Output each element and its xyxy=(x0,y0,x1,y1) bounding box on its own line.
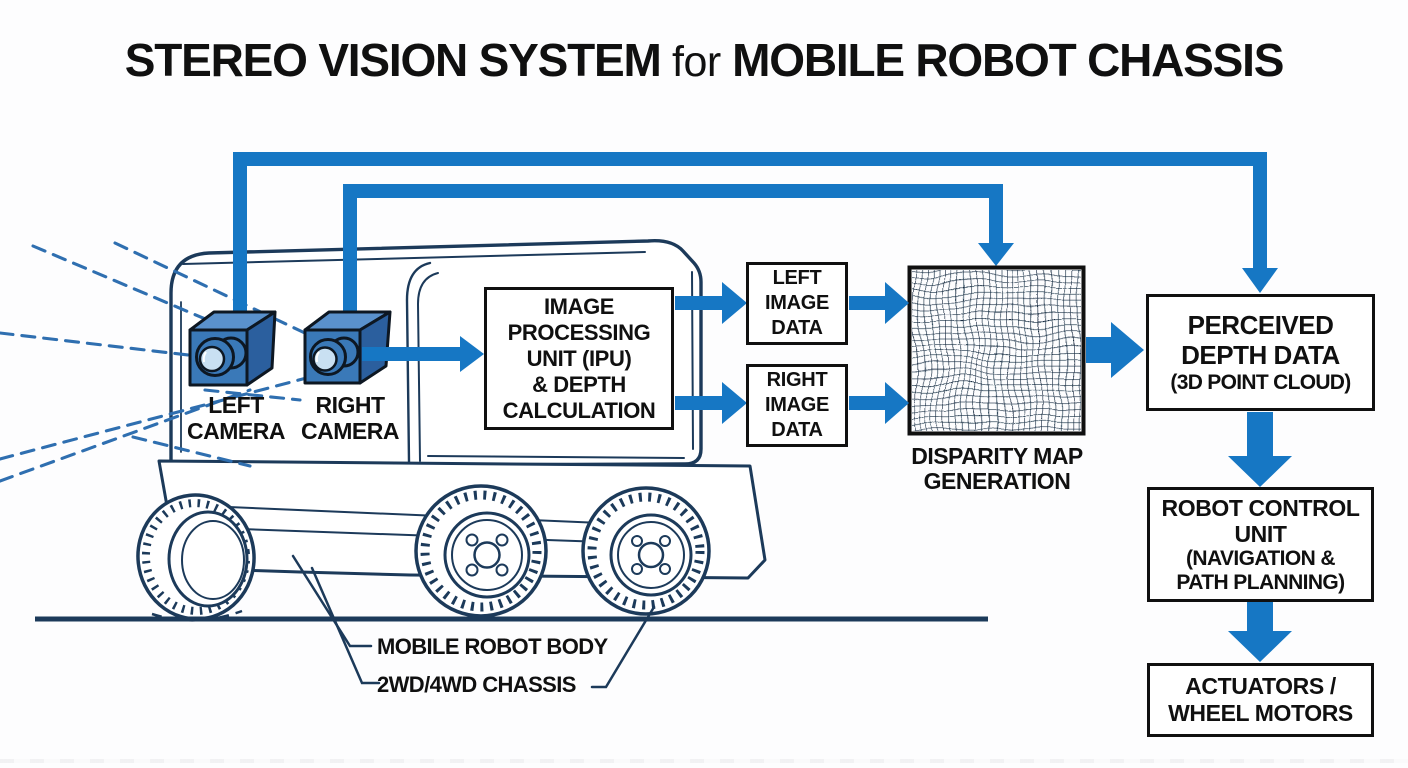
left-camera-icon xyxy=(188,310,277,387)
node-right-image-data: RIGHT IMAGE DATA xyxy=(746,364,848,447)
rear-wheel xyxy=(581,486,711,616)
title-part2: MOBILE ROBOT CHASSIS xyxy=(732,34,1284,86)
right-camera-icon xyxy=(303,310,392,385)
node-perceived-depth-data: PERCEIVED DEPTH DATA (3D POINT CLOUD) xyxy=(1146,294,1375,411)
title-part1: STEREO VISION SYSTEM xyxy=(124,34,662,86)
right-camera-rail xyxy=(343,184,1003,332)
perceived-depth-main: PERCEIVED DEPTH DATA xyxy=(1181,310,1340,370)
arrow-ipu-to-right-image xyxy=(675,396,724,410)
arrow-disparity-to-perceived xyxy=(1086,337,1113,363)
chassis-type-label: 2WD/4WD CHASSIS xyxy=(377,672,576,697)
robot-control-main: ROBOT CONTROL UNIT xyxy=(1161,494,1360,547)
bottom-noise-strip xyxy=(0,759,1408,763)
disparity-map-image xyxy=(907,265,1086,436)
right-camera-label: RIGHT CAMERA xyxy=(301,392,399,444)
disparity-map-caption: DISPARITY MAP GENERATION xyxy=(911,443,1083,494)
front-wheel xyxy=(136,493,256,622)
node-actuators-wheel-motors: ACTUATORS / WHEEL MOTORS xyxy=(1147,663,1374,737)
left-camera-rail xyxy=(233,152,1267,330)
middle-wheel xyxy=(414,484,548,618)
robot-control-sub: (NAVIGATION & PATH PLANNING) xyxy=(1176,546,1345,594)
node-image-processing-unit: IMAGE PROCESSING UNIT (IPU) & DEPTH CALC… xyxy=(484,287,674,430)
arrow-left-image-to-disparity xyxy=(849,296,887,310)
node-robot-control-unit: ROBOT CONTROL UNIT (NAVIGATION & PATH PL… xyxy=(1147,487,1374,602)
camera-signal-rails xyxy=(233,152,1278,332)
rail-arrowhead-disparity xyxy=(978,243,1014,266)
arrow-ipu-to-left-image xyxy=(675,296,724,310)
arrow-control-to-actuators xyxy=(1247,602,1273,633)
page-title: STEREO VISION SYSTEM for MOBILE ROBOT CH… xyxy=(0,33,1408,87)
perceived-depth-sub: (3D POINT CLOUD) xyxy=(1170,371,1351,394)
arrow-camera-to-ipu xyxy=(362,347,462,361)
node-left-image-data: LEFT IMAGE DATA xyxy=(746,262,848,345)
arrow-perceived-to-control xyxy=(1247,412,1273,458)
left-camera-label: LEFT CAMERA xyxy=(187,392,285,444)
rail-arrowhead-perceived xyxy=(1242,268,1278,293)
data-flow-arrows xyxy=(362,282,1292,662)
mobile-robot-body-label: MOBILE ROBOT BODY xyxy=(377,634,608,659)
title-connector: for xyxy=(660,38,733,86)
callout-leaders xyxy=(291,554,656,689)
arrow-right-image-to-disparity xyxy=(849,396,887,410)
